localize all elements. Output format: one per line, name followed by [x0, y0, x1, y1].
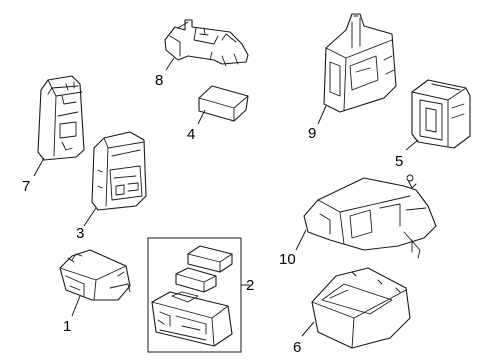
leader-line-6 [301, 321, 315, 337]
part-1-module [59, 249, 131, 301]
callout-2: 2 [246, 277, 254, 294]
leader-line-8 [165, 57, 175, 71]
part-2-module-stack [151, 245, 233, 347]
leader-line-1 [71, 295, 81, 317]
leader-line-3 [83, 207, 97, 227]
callout-1: 1 [63, 318, 71, 335]
leader-line-9 [317, 105, 327, 125]
callout-6: 6 [293, 339, 301, 356]
part-7-cover [37, 75, 85, 161]
part-3-frame [91, 131, 147, 211]
callout-8: 8 [155, 72, 163, 89]
leader-line-7 [33, 157, 45, 177]
part-6-ecu [311, 267, 411, 349]
callout-3: 3 [76, 225, 84, 242]
callout-9: 9 [308, 125, 316, 142]
callout-7: 7 [22, 178, 30, 195]
callout-10: 10 [279, 251, 296, 268]
leader-line-10 [295, 229, 307, 251]
part-9-housing [323, 13, 397, 113]
callout-4: 4 [187, 126, 195, 143]
part-5-module [411, 79, 471, 149]
part-4-module [198, 85, 249, 122]
part-2-group-box [147, 237, 242, 353]
leader-line-4 [197, 109, 206, 125]
part-10-bracket [303, 174, 437, 259]
leader-line-5 [405, 139, 419, 151]
callout-5: 5 [395, 153, 403, 170]
part-8-bracket [164, 19, 249, 67]
